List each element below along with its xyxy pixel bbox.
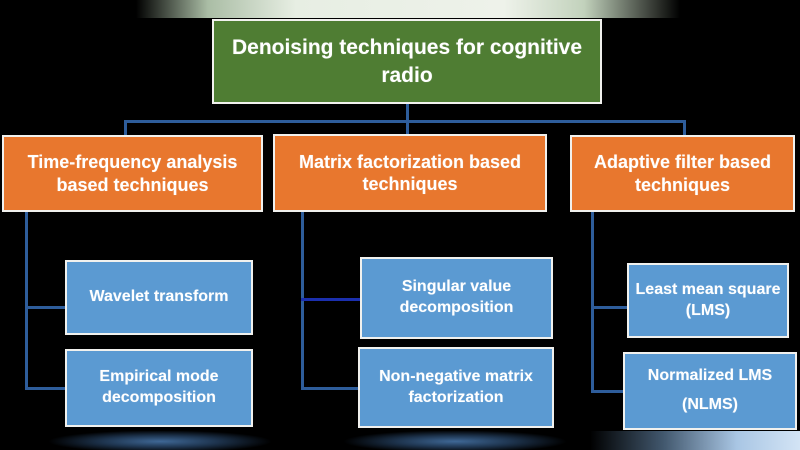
root-node-denoising-techniques: Denoising techniques for cognitive radio <box>212 19 602 104</box>
bottom-bar-glow-middle <box>325 431 585 450</box>
connector-branch1-to-emd <box>25 387 68 390</box>
connector-branch3-to-nlms <box>591 390 626 393</box>
connector-drop-category-2 <box>406 120 409 136</box>
connector-root-stub <box>406 103 409 121</box>
connector-drop-category-1 <box>124 120 127 136</box>
bottom-letterbox-bar <box>0 431 800 450</box>
connector-root-horizontal <box>124 120 686 123</box>
leaf-node-wavelet-transform: Wavelet transform <box>65 260 253 335</box>
connector-branch3-to-lms <box>591 306 630 309</box>
connector-branch2-to-svd <box>301 298 363 301</box>
connector-branch2-to-nmf <box>301 387 361 390</box>
connector-branch1-vertical <box>25 211 28 390</box>
connector-drop-category-3 <box>683 120 686 136</box>
leaf-node-empirical-mode-decomposition: Empirical mode decomposition <box>65 349 253 427</box>
bottom-bar-glow-right <box>590 431 800 450</box>
connector-branch1-to-wavelet <box>25 306 68 309</box>
bottom-bar-glow-left <box>30 431 290 450</box>
leaf-node-normalized-lms: Normalized LMS (NLMS) <box>623 352 797 430</box>
leaf-node-least-mean-square: Least mean square (LMS) <box>627 263 789 338</box>
category-node-adaptive-filter: Adaptive filter based techniques <box>570 135 795 212</box>
leaf-node-singular-value-decomposition: Singular value decomposition <box>360 257 553 339</box>
leaf-node-non-negative-matrix-factorization: Non-negative matrix factorization <box>358 347 554 428</box>
top-letterbox-bar <box>0 0 800 18</box>
category-node-time-frequency: Time-frequency analysis based techniques <box>2 135 263 212</box>
category-node-matrix-factorization: Matrix factorization based techniques <box>273 134 547 212</box>
connector-branch3-vertical <box>591 211 594 393</box>
